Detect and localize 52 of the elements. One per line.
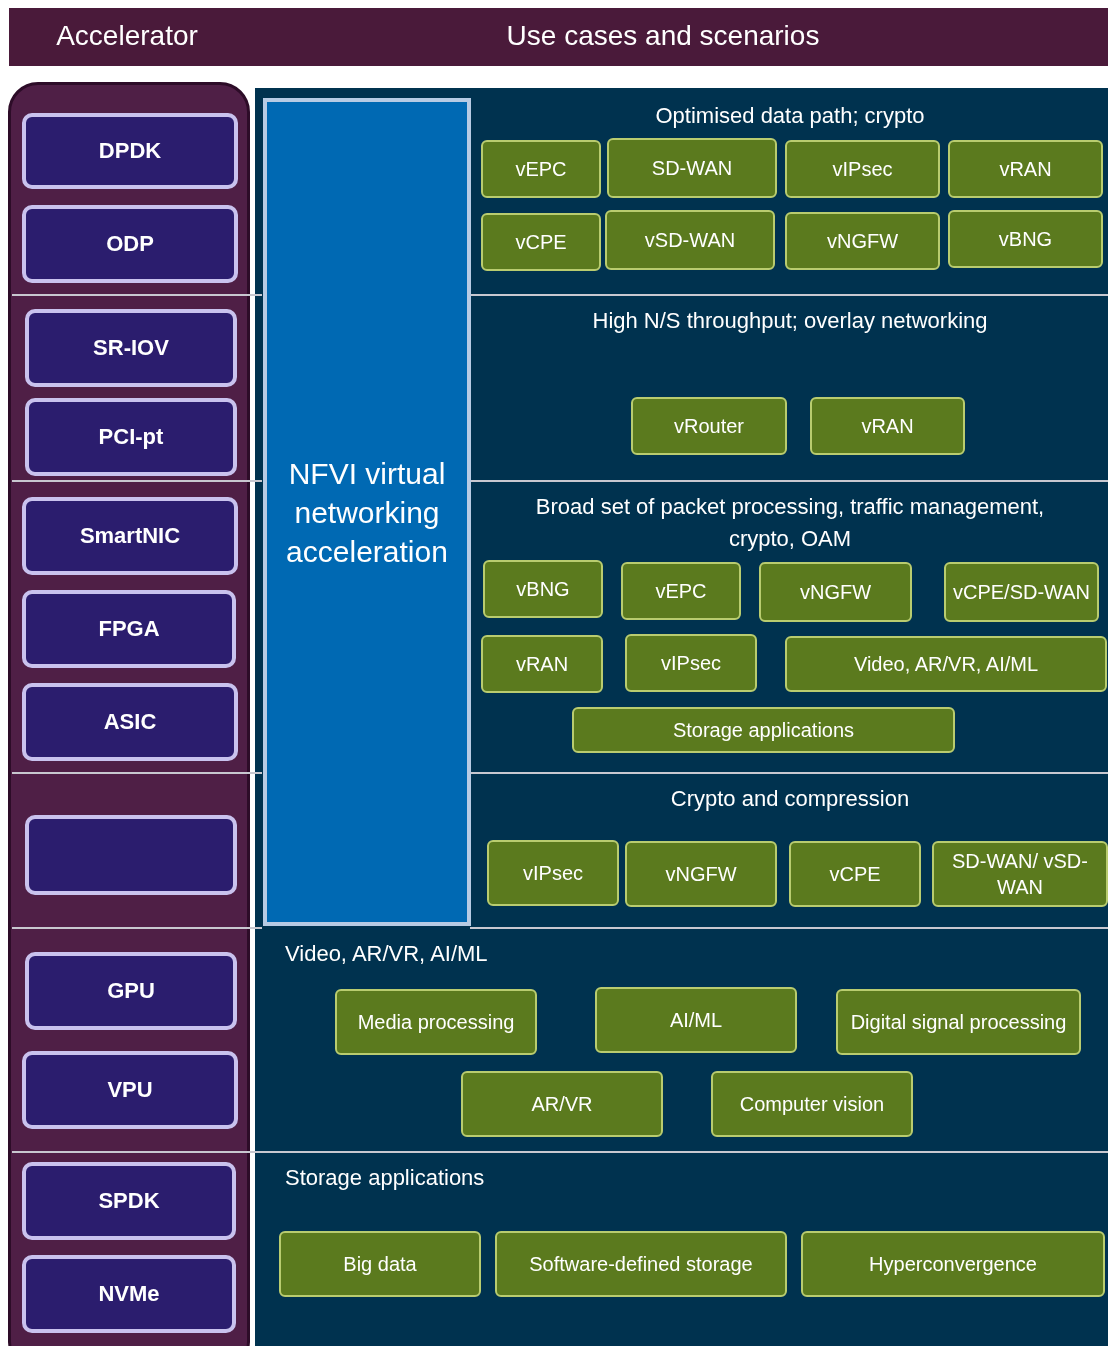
nfvi-block: NFVI virtual networking acceleration [263,98,471,926]
accelerator-box: DPDK [22,113,238,189]
accelerator-box: ODP [22,205,238,283]
use-case-box: vNGFW [785,212,940,270]
accelerator-box: NVMe [22,1255,236,1333]
section-heading: Storage applications [284,1164,486,1192]
use-case-box: vEPC [621,562,741,620]
accelerator-box: SmartNIC [22,497,238,575]
accelerator-box: VPU [22,1051,238,1129]
accelerator-box: ASIC [22,683,238,761]
use-case-box: AI/ML [595,987,797,1053]
use-case-box: vNGFW [625,841,777,907]
use-case-box: vRouter [631,397,787,455]
use-case-box: Hyperconvergence [801,1231,1105,1297]
use-case-box: Video, AR/VR, AI/ML [785,636,1107,692]
use-case-box: Media processing [335,989,537,1055]
use-case-box: Big data [279,1231,481,1297]
accelerator-box [25,815,237,895]
use-case-box: Digital signal processing [836,989,1081,1055]
accelerator-box: GPU [25,952,237,1030]
use-case-box: Software-defined storage [495,1231,787,1297]
section-heading: Optimised data path; crypto [654,102,926,130]
use-case-box: SD-WAN [607,138,777,198]
use-case-box: vRAN [948,140,1103,198]
use-case-box: Storage applications [572,707,955,753]
use-case-box: vIPsec [487,840,619,906]
section-heading: High N/S throughput; overlay networking [591,307,989,335]
use-case-box: vBNG [948,210,1103,268]
accelerator-box: FPGA [22,590,236,668]
header-band [9,8,1108,66]
accelerator-box: PCI-pt [25,398,237,476]
column-heading: Accelerator [56,20,198,52]
use-case-box: vSD-WAN [605,210,775,270]
use-case-box: vBNG [483,560,603,618]
use-case-box: vRAN [810,397,965,455]
use-case-box: vCPE/SD-WAN [944,562,1099,622]
column-heading: Use cases and scenarios [506,20,820,52]
accelerator-box: SPDK [22,1162,236,1240]
use-case-box: vCPE [789,841,921,907]
section-heading: Video, AR/VR, AI/ML [284,940,489,968]
accelerator-box: SR-IOV [25,309,237,387]
use-case-box: vNGFW [759,562,912,622]
use-case-box: vEPC [481,140,601,198]
use-case-box: SD-WAN/ vSD-WAN [932,841,1108,907]
use-case-box: AR/VR [461,1071,663,1137]
use-case-box: vIPsec [625,634,757,692]
use-case-box: vIPsec [785,140,940,198]
use-case-box: Computer vision [711,1071,913,1137]
use-case-box: vCPE [481,213,601,271]
section-heading: Crypto and compression [669,785,911,813]
use-case-box: vRAN [481,635,603,693]
section-heading: Broad set of packet processing, traffic management, crypto, OAM [534,493,1046,553]
